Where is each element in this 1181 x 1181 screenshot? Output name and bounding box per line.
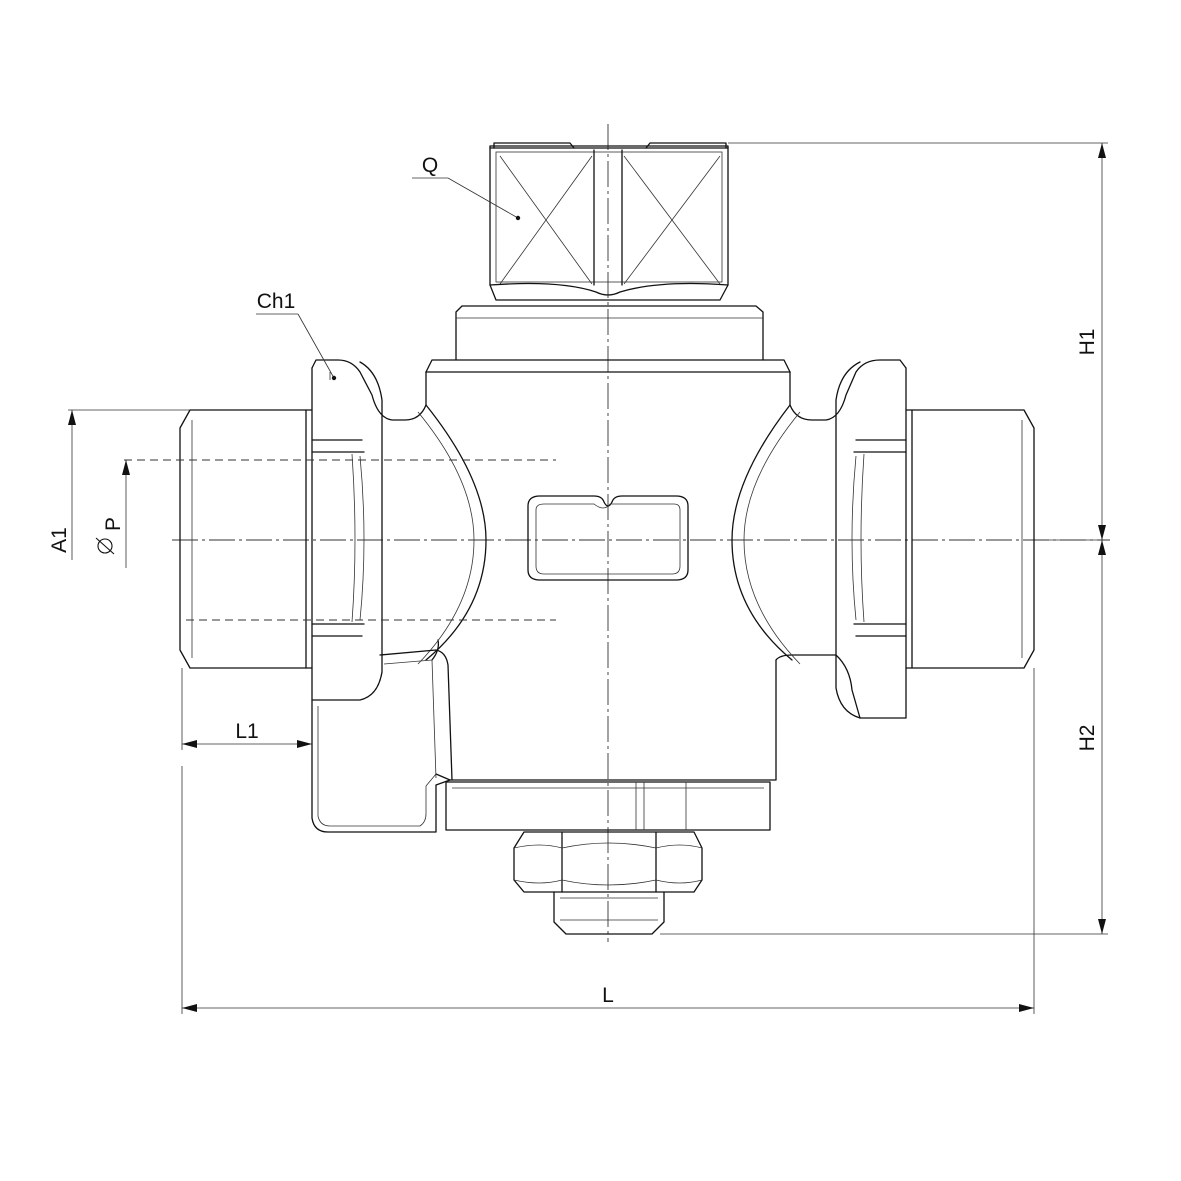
valve-body <box>311 359 907 781</box>
top-square-operator <box>489 142 729 301</box>
dimension-a1-label: A1 <box>48 527 71 553</box>
leader-ch1-label: Ch1 <box>257 290 296 313</box>
dimension-h1-label: H1 <box>1076 329 1099 356</box>
left-lower-bracket <box>311 699 451 833</box>
dimension-h2-label: H2 <box>1076 725 1099 752</box>
bottom-hex-nut <box>513 831 703 935</box>
dimension-l-label: L <box>602 984 614 1007</box>
right-threaded-end <box>905 409 1035 669</box>
left-threaded-end <box>179 409 313 669</box>
bore-hidden-lines <box>124 459 556 621</box>
dimension-l1-label: L1 <box>235 720 258 743</box>
leader-ch1 <box>256 313 337 381</box>
neck-collar <box>425 305 791 373</box>
dimension-p-label: P <box>102 517 125 531</box>
centerlines <box>172 124 1110 942</box>
dimension-p <box>122 460 130 568</box>
bottom-plate <box>445 781 771 831</box>
right-flange <box>835 361 907 719</box>
dimension-a1 <box>68 409 190 560</box>
left-flange <box>311 361 383 701</box>
diameter-symbol-icon <box>95 537 115 555</box>
dimension-l <box>181 668 1035 1014</box>
leader-q-label: Q <box>422 154 438 177</box>
dimension-l1 <box>181 668 312 750</box>
leader-q <box>412 177 521 221</box>
side-window <box>527 495 689 581</box>
dimension-h1-h2 <box>660 142 1108 935</box>
